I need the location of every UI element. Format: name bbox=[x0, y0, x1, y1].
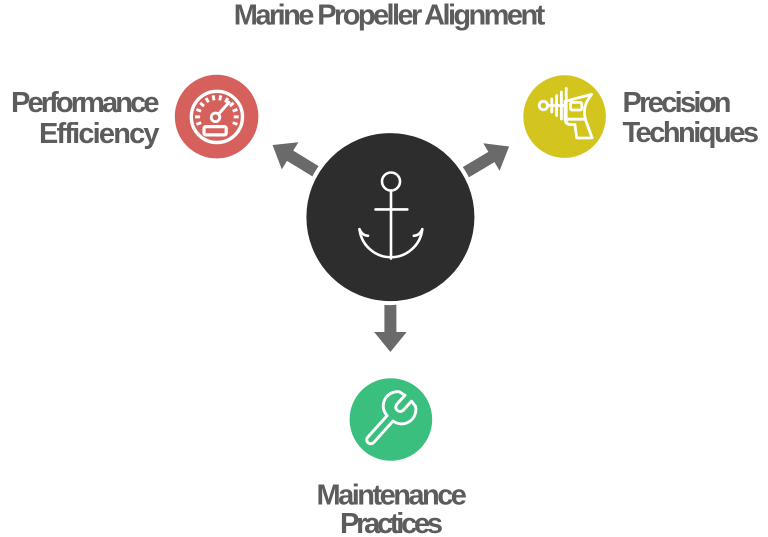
svg-text:Marine Propeller Alignment: Marine Propeller Alignment bbox=[234, 0, 546, 32]
svg-text:Practices: Practices bbox=[340, 508, 443, 537]
svg-text:Techniques: Techniques bbox=[623, 117, 760, 149]
svg-text:Maintenance: Maintenance bbox=[316, 480, 467, 512]
svg-text:Precision: Precision bbox=[623, 87, 732, 119]
svg-text:Performance: Performance bbox=[11, 87, 160, 119]
svg-text:Efficiency: Efficiency bbox=[39, 118, 160, 150]
